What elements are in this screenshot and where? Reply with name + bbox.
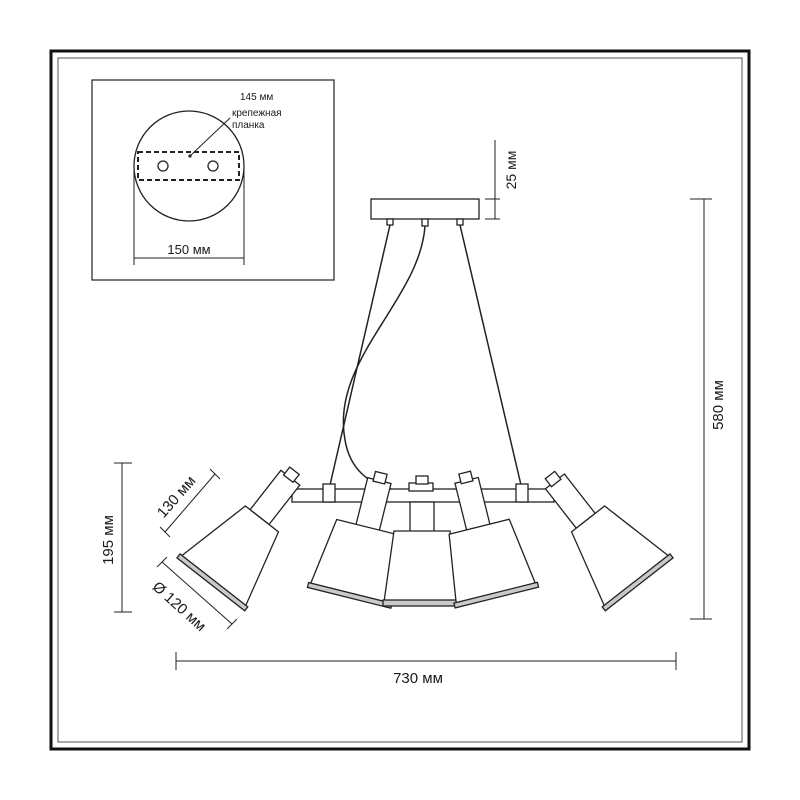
shade-length-dimension: 130 мм bbox=[154, 468, 221, 538]
canopy-hook-center bbox=[421, 218, 429, 227]
screw-hole-left bbox=[157, 160, 169, 172]
diameter-label: 150 мм bbox=[167, 242, 210, 257]
shade-cap bbox=[372, 470, 388, 485]
shade-far-left bbox=[176, 466, 301, 612]
shade-cap bbox=[544, 470, 562, 488]
outer-border bbox=[49, 49, 751, 751]
canopy-height-dimension: 25 мм bbox=[485, 140, 519, 220]
canopy-hook-right bbox=[456, 218, 464, 226]
suspension-cables bbox=[329, 224, 522, 491]
cable-left bbox=[329, 224, 391, 486]
shade-diameter-label: Ø 120 мм bbox=[149, 578, 209, 635]
shade-cone bbox=[383, 530, 461, 603]
total-width-label: 730 мм bbox=[393, 670, 443, 687]
bracket-label-line1: крепежная bbox=[232, 108, 282, 119]
ceiling-canopy bbox=[370, 198, 480, 227]
shade-cap bbox=[415, 475, 429, 485]
plate-label: 145 мм bbox=[240, 92, 273, 103]
mounting-bracket bbox=[137, 151, 240, 181]
shade-center bbox=[382, 475, 462, 607]
cable-right bbox=[459, 224, 522, 486]
shade-length-tick-a bbox=[159, 526, 171, 538]
shade-height-dimension: 195 мм bbox=[100, 462, 132, 613]
shade-far-right bbox=[544, 470, 674, 612]
shade-right bbox=[448, 470, 540, 609]
bar-clamp-left bbox=[322, 483, 336, 503]
center-stem bbox=[409, 501, 435, 533]
total-height-dimension: 580 мм bbox=[690, 198, 727, 620]
canopy-height-label: 25 мм bbox=[503, 151, 519, 190]
canopy-hook-left bbox=[386, 218, 394, 226]
shade-arm bbox=[454, 476, 492, 533]
bracket-label-line2: планка bbox=[232, 120, 265, 131]
mounting-inset: 145 мм крепежная планка 150 мм bbox=[91, 79, 335, 281]
shade-length-line bbox=[164, 473, 216, 533]
shade-cap bbox=[282, 466, 301, 484]
total-height-label: 580 мм bbox=[710, 380, 727, 430]
power-cord bbox=[342, 225, 426, 491]
bracket-leader-line bbox=[189, 117, 231, 157]
shade-cap bbox=[458, 470, 474, 485]
inset-frame bbox=[91, 79, 335, 281]
screw-hole-right bbox=[207, 160, 219, 172]
shade-diameter-tick-b bbox=[226, 618, 238, 630]
shade-diameter-tick-a bbox=[156, 556, 168, 568]
shade-rim bbox=[453, 581, 540, 609]
total-width-dimension: 730 мм bbox=[175, 652, 677, 687]
inner-border bbox=[57, 57, 743, 743]
mounting-bar bbox=[291, 482, 555, 533]
shade-length-tick-b bbox=[209, 468, 221, 480]
shade-height-label: 195 мм bbox=[100, 515, 117, 565]
canopy-plate-circle bbox=[133, 110, 245, 222]
shade-diameter-line bbox=[161, 561, 233, 625]
shade-length-label: 130 мм bbox=[154, 473, 200, 522]
shade-rim bbox=[601, 553, 674, 612]
shade-rim bbox=[382, 599, 462, 607]
bar-clamp-right bbox=[515, 483, 529, 503]
shade-arm bbox=[354, 476, 392, 533]
shade-rim bbox=[176, 553, 249, 612]
canopy-body bbox=[370, 198, 480, 220]
